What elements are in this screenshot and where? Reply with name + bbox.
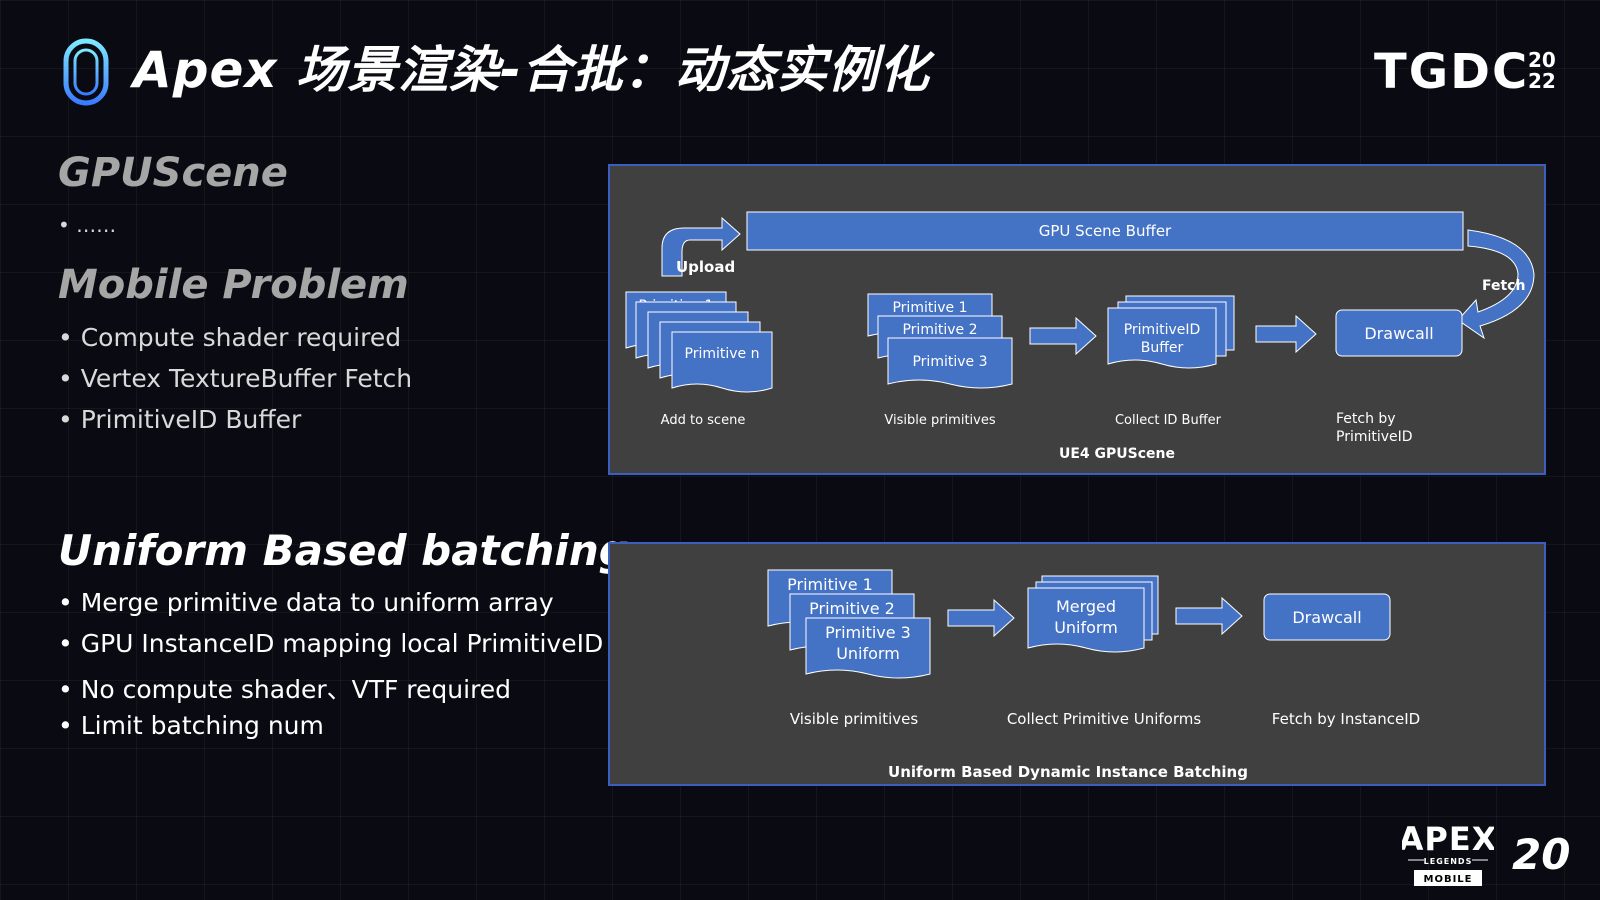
id-buffer-label-1: PrimitiveID (1124, 322, 1201, 338)
fetch-by-instanceid-caption: Fetch by InstanceID (1272, 710, 1420, 728)
fetch-by-caption-2: PrimitiveID (1336, 429, 1413, 445)
uniform-bullet: • No compute shader、VTF required (58, 675, 512, 704)
uniform-bullet-text: Limit batching num (80, 711, 324, 740)
uniform-sub-label: Uniform (836, 644, 900, 663)
tgdc-logo-text: TGDC (1374, 44, 1529, 100)
drawcall-node (1263, 593, 1391, 641)
uniform-bullet: • Merge primitive data to uniform array (58, 588, 554, 617)
fetch-arrow-icon (1457, 229, 1535, 340)
fetch-by-caption-1: Fetch by (1336, 411, 1396, 427)
drawcall-label: Drawcall (1364, 324, 1433, 343)
uniform-batching-diagram-panel: Primitive 1 Primitive 2 Primitive 3 Unif… (608, 542, 1546, 786)
mobile-problem-title: Mobile Problem (58, 262, 409, 308)
uniform-primitive-label: Primitive 1 (787, 575, 873, 594)
drawcall-node (1335, 309, 1463, 357)
visible-primitive-label: Primitive 3 (912, 354, 987, 370)
collect-id-buffer-caption: Collect ID Buffer (1115, 413, 1222, 428)
uniform-bullet: • GPU InstanceID mapping local Primitive… (58, 629, 604, 658)
drawcall-label: Drawcall (1292, 608, 1361, 627)
visible-primitives-stack: Primitive 1 Primitive 2 Primitive 3 (867, 293, 1013, 389)
visible-primitive-label: Primitive 2 (902, 322, 977, 338)
gpuscene-title: GPUScene (58, 150, 288, 196)
primitive-doc-node (805, 617, 931, 679)
uniform-primitive-label: Primitive 3 (825, 623, 911, 642)
id-buffer-label-2: Buffer (1141, 340, 1184, 356)
primitive-n-label: Primitive n (685, 346, 760, 362)
apex-logo-main: APEX (1402, 820, 1494, 858)
mobile-bullet-text: Vertex TextureBuffer Fetch (80, 364, 413, 393)
gpu-scene-buffer-node (746, 211, 1464, 251)
mobile-bullet: • Compute shader required (58, 323, 402, 352)
mobile-bullet: • PrimitiveID Buffer (58, 405, 302, 434)
fetch-label: Fetch (1482, 278, 1525, 294)
tgdc-ring-logo-icon (63, 38, 109, 106)
mobile-bullet: • Vertex TextureBuffer Fetch (58, 364, 413, 393)
apex-legends-mobile-logo: APEX LEGENDS MOBILE (1402, 820, 1494, 886)
primitive-n-node (671, 331, 773, 393)
slide-title: Apex 场景渲染-合批：动态实例化 (133, 41, 930, 99)
ue4-gpuscene-diagram-panel: GPU Scene Buffer Upload Fetch Primitive … (608, 164, 1546, 475)
visible-primitive-label: Primitive 1 (892, 300, 967, 316)
apex-logo-sub: LEGENDS (1424, 857, 1473, 866)
primitive-doc-node (887, 337, 1013, 389)
page-number: 20 (1512, 830, 1571, 879)
gpu-scene-buffer-label: GPU Scene Buffer (1039, 222, 1172, 240)
ue4-gpuscene-diagram: GPU Scene Buffer Upload Fetch Primitive … (625, 211, 1535, 462)
uniform-primitive-label: Primitive 2 (809, 599, 895, 618)
uniform-visible-caption: Visible primitives (790, 710, 919, 728)
uniform-bullet-text: Merge primitive data to uniform array (80, 588, 554, 617)
upload-label: Upload (676, 258, 735, 276)
merged-label-2: Uniform (1054, 618, 1118, 637)
block-arrow-icon (947, 598, 1015, 638)
merged-label-1: Merged (1056, 597, 1116, 616)
add-to-scene-caption: Add to scene (661, 413, 746, 428)
merged-uniform-node (1027, 587, 1145, 653)
primitive-id-buffer-stack: PrimitiveID Buffer (1107, 295, 1235, 369)
apex-logo-badge: MOBILE (1424, 874, 1473, 885)
upload-arrow-icon (661, 216, 741, 277)
ue4-gpuscene-footer: UE4 GPUScene (1059, 446, 1175, 462)
uniform-batching-title: Uniform Based batching (58, 526, 629, 575)
primitive-id-buffer-node (1107, 307, 1217, 369)
mobile-bullet-text: PrimitiveID Buffer (80, 405, 302, 434)
gpuscene-bullet: • …… (58, 213, 117, 237)
uniform-visible-primitives-stack: Primitive 1 Primitive 2 Primitive 3 Unif… (767, 569, 931, 679)
collect-uniforms-caption: Collect Primitive Uniforms (1007, 710, 1202, 728)
merged-uniform-stack: Merged Uniform (1027, 575, 1159, 653)
tgdc-year-top: 20 (1528, 48, 1556, 72)
uniform-bullet-text: GPU InstanceID mapping local PrimitiveID (80, 629, 604, 658)
tgdc-event-logo: TGDC 20 22 (1374, 44, 1556, 100)
add-to-scene-stack: Primitive 1 Primitive n (625, 291, 773, 393)
uniform-batching-footer: Uniform Based Dynamic Instance Batching (888, 763, 1248, 781)
uniform-bullet: • Limit batching num (58, 711, 324, 740)
tgdc-year-bottom: 22 (1528, 69, 1556, 93)
block-arrow-icon (1255, 314, 1317, 354)
visible-primitives-caption: Visible primitives (884, 413, 995, 428)
gpuscene-bullet-text: …… (76, 213, 117, 237)
block-arrow-icon (1175, 596, 1243, 636)
mobile-bullet-text: Compute shader required (80, 323, 402, 352)
uniform-bullet-text: No compute shader、VTF required (80, 675, 512, 704)
block-arrow-icon (1029, 316, 1097, 356)
uniform-batching-diagram: Primitive 1 Primitive 2 Primitive 3 Unif… (767, 569, 1420, 781)
